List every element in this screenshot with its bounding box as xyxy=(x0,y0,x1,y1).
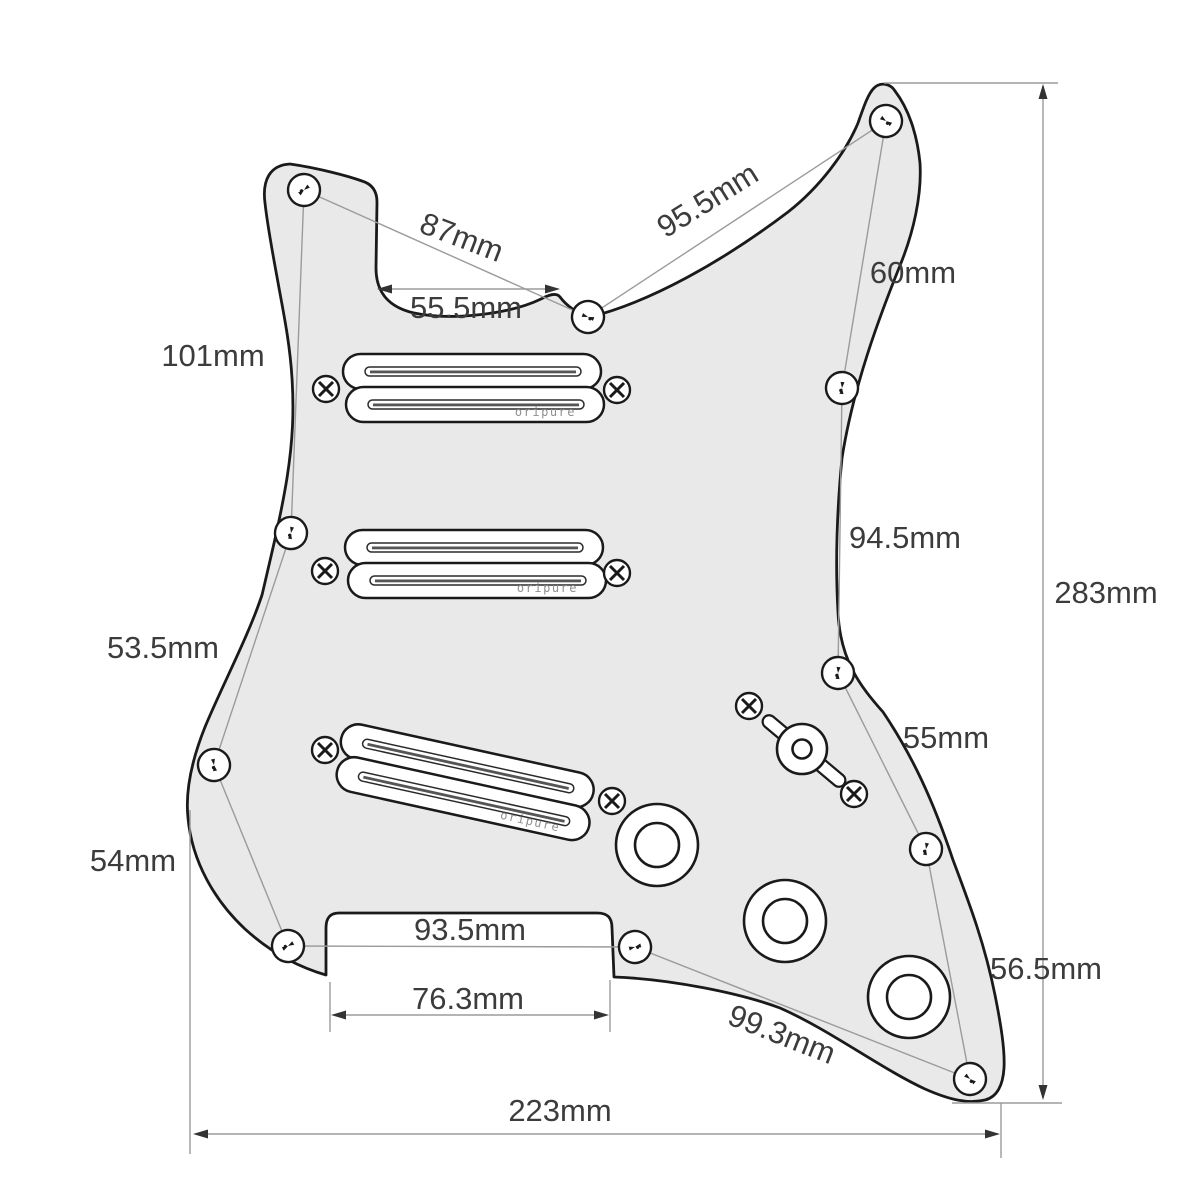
selector-switch xyxy=(761,714,847,788)
arrow-223-right xyxy=(985,1129,1000,1139)
switch-screw xyxy=(839,779,869,809)
tone-knob-1 xyxy=(742,878,828,964)
dimension-label-76-3mm: 76.3mm xyxy=(412,981,524,1016)
dimension-arrows xyxy=(193,84,1048,1139)
switch-hole xyxy=(791,738,813,760)
dimension-line-101mm xyxy=(290,189,305,534)
dimension-label-283mm: 283mm xyxy=(1054,575,1157,610)
mounting-screw xyxy=(819,654,857,692)
pickup-screw xyxy=(602,375,632,405)
dimension-line-93-5mm xyxy=(287,945,636,948)
dimension-label-55mm: 55mm xyxy=(903,720,989,755)
dimension-lines xyxy=(189,82,1062,1158)
dimension-label-87mm: 87mm xyxy=(415,205,508,269)
dimension-line-55mm xyxy=(837,672,927,850)
arrow-55-5-right xyxy=(545,284,560,294)
dimension-line-95-5mm xyxy=(587,120,887,318)
volume-knob xyxy=(614,802,700,888)
dimension-line-56-5mm xyxy=(925,848,971,1080)
arrow-76-3-right xyxy=(594,1010,609,1020)
arrow-76-3-left xyxy=(331,1010,346,1020)
dimension-line-54mm xyxy=(213,764,289,947)
mounting-screw xyxy=(823,369,861,407)
arrow-283-top xyxy=(1038,84,1048,99)
switch-screw xyxy=(734,691,764,721)
pickup-screw xyxy=(311,374,341,404)
dimension-label-55-5mm: 55.5mm xyxy=(410,290,522,325)
pickup-screw xyxy=(602,558,632,588)
dimension-line-60mm xyxy=(841,120,887,389)
dimension-label-60mm: 60mm xyxy=(870,255,956,290)
dimension-label-223mm: 223mm xyxy=(508,1093,611,1128)
tone-knob-2 xyxy=(866,954,952,1040)
arrow-283-bottom xyxy=(1038,1085,1048,1100)
dimension-label-101mm: 101mm xyxy=(161,338,264,373)
dimension-label-94-5mm: 94.5mm xyxy=(849,520,961,555)
pickup-screw xyxy=(597,786,627,816)
dimension-line-94-5mm xyxy=(837,387,843,674)
dimension-label-56-5mm: 56.5mm xyxy=(990,951,1102,986)
pickup-screw xyxy=(310,735,340,765)
arrow-223-left xyxy=(193,1129,208,1139)
dimension-label-95-5mm: 95.5mm xyxy=(651,156,765,245)
pickup-screw xyxy=(310,556,340,586)
arrow-55-5-left xyxy=(377,284,392,294)
dimension-label-53-5mm: 53.5mm xyxy=(107,630,219,665)
dimension-label-54mm: 54mm xyxy=(90,843,176,878)
dimension-line-53-5mm xyxy=(213,532,292,766)
neck-pickup xyxy=(341,352,606,424)
middle-pickup xyxy=(343,528,608,600)
dimension-label-93-5mm: 93.5mm xyxy=(414,912,526,947)
dimension-line-87mm xyxy=(303,189,589,318)
dimension-line-99-3mm xyxy=(634,946,971,1080)
